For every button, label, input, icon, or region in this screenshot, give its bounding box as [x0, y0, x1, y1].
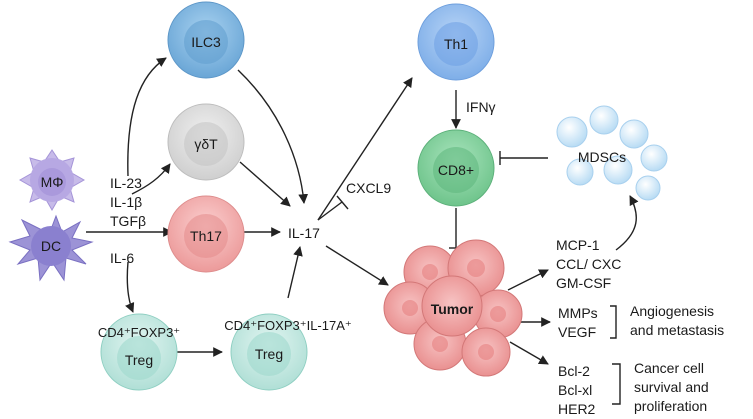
- ilc3-cell: ILC3: [167, 1, 245, 79]
- gdt-cell: γδT: [167, 103, 245, 181]
- gdt-label: γδT: [194, 136, 218, 152]
- arrow-treg2-il17: [287, 246, 303, 299]
- survival-effect-2: survival and: [634, 379, 709, 395]
- angio-factor-1: MMPs: [558, 305, 598, 321]
- treg1-label: Treg: [125, 352, 153, 368]
- survival-effect-3: proliferation: [634, 398, 707, 414]
- inhibit-il17-cxcl9: [317, 201, 343, 221]
- bracket-angio: [610, 305, 617, 339]
- ifng-label: IFNγ: [466, 99, 496, 115]
- inhibit-bar-cxcl9: [336, 195, 349, 210]
- tgfb-label: TGFβ: [110, 213, 146, 229]
- th17-label: Th17: [190, 228, 222, 244]
- th1-cell: Th1: [417, 3, 495, 81]
- connectors: [86, 57, 639, 405]
- arrow-il17-th1: [317, 77, 413, 221]
- mphi-label: MΦ: [41, 174, 64, 190]
- angio-factor-2: VEGF: [558, 324, 596, 340]
- th1-label: Th1: [444, 36, 468, 52]
- ilc3-label: ILC3: [191, 34, 221, 50]
- cytokine-labels: IL-23 IL-1β TGFβ IL-6 IL-17 CXCL9 IFNγ: [110, 99, 496, 266]
- tumor-label: Tumor: [431, 301, 474, 317]
- mdsc-cluster: MDSCs: [556, 105, 668, 201]
- survival-factor-3: HER2: [558, 401, 596, 417]
- angio-effect-1: Angiogenesis: [630, 303, 714, 319]
- arrow-to-treg: [125, 261, 135, 313]
- survival-factor-1: Bcl-2: [558, 363, 590, 379]
- arrow-ilc3-il17: [237, 69, 309, 204]
- recruit-factor-1: MCP-1: [556, 237, 600, 253]
- tumor-mass: Tumor: [383, 239, 523, 377]
- cd8-label: CD8+: [438, 162, 474, 178]
- cxcl9-label: CXCL9: [346, 180, 391, 196]
- treg-cell-1: Treg: [100, 313, 178, 391]
- th17-cell: Th17: [167, 195, 245, 273]
- bracket-survival: [612, 363, 621, 405]
- recruit-factor-2: CCL/ CXC: [556, 256, 621, 272]
- angio-effect-2: and metastasis: [630, 322, 724, 338]
- treg-cell-2: Treg: [230, 313, 308, 391]
- treg2-label: Treg: [255, 346, 283, 362]
- macrophage-cell: MΦ: [18, 149, 86, 212]
- il23-label: IL-23: [110, 175, 142, 191]
- treg2-marker: CD4⁺FOXP3⁺IL-17A⁺: [224, 318, 352, 333]
- survival-effect-1: Cancer cell: [634, 360, 704, 376]
- mdsc-label: MDSCs: [578, 149, 626, 165]
- arrow-gdt-il17: [239, 161, 291, 207]
- survival-factor-2: Bcl-xl: [558, 382, 592, 398]
- arrow-il17-tumor: [325, 245, 389, 286]
- cd8-cell: CD8+: [417, 129, 495, 207]
- il6-label: IL-6: [110, 250, 134, 266]
- arrow-mcp-mdsc: [615, 195, 639, 251]
- arrow-to-ilc3: [127, 57, 167, 177]
- arrow-tumor-bcl2: [509, 341, 549, 365]
- recruit-factor-3: GM-CSF: [556, 275, 611, 291]
- arrow-tumor-mcp1: [507, 269, 549, 291]
- il17-label: IL-17: [288, 225, 320, 241]
- il1b-label: IL-1β: [110, 194, 142, 210]
- treg1-marker: CD4⁺FOXP3⁺: [98, 325, 180, 340]
- tumor-output-labels: MCP-1 CCL/ CXC GM-CSF MMPs VEGF Angiogen…: [556, 237, 724, 417]
- dendritic-cell: DC: [8, 214, 94, 282]
- arrow-to-gdt: [131, 163, 171, 195]
- dc-label: DC: [41, 238, 61, 254]
